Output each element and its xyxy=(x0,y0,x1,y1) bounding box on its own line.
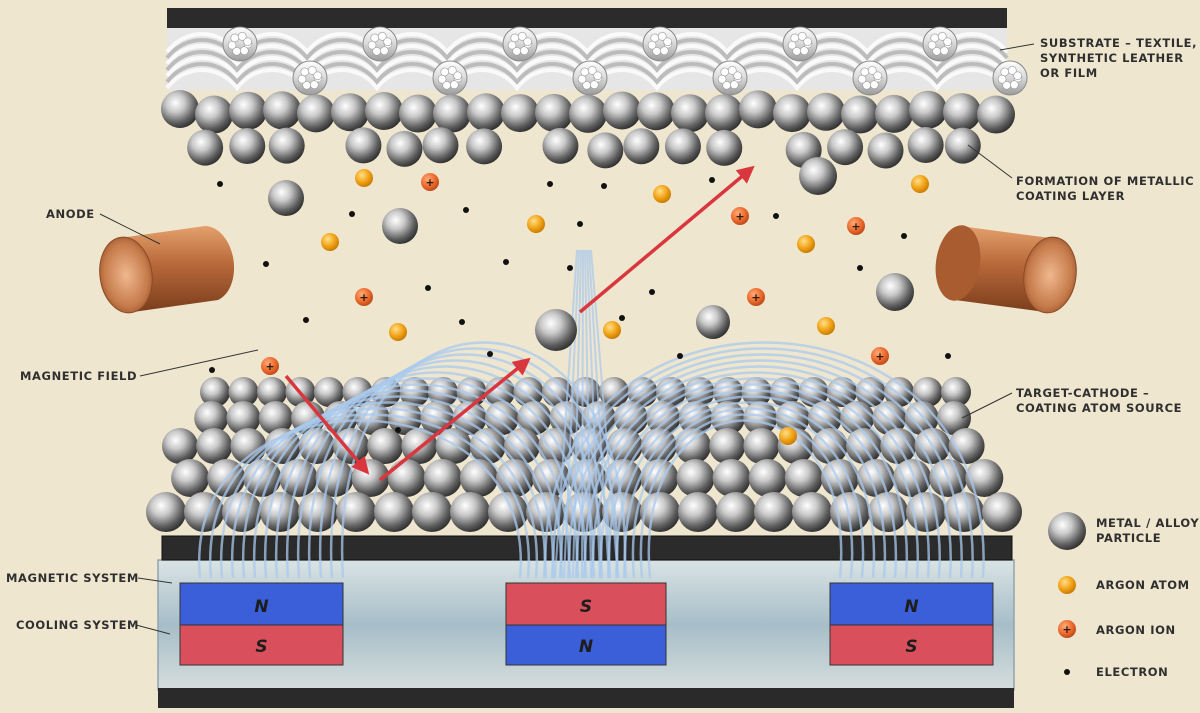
svg-text:+: + xyxy=(735,210,744,223)
leader-lines xyxy=(99,43,1035,635)
magnet-2-bottom-pole: N xyxy=(579,637,593,657)
anode-left xyxy=(99,226,235,314)
anode-label: ANODE xyxy=(46,207,95,221)
magnet-1-bottom-pole: S xyxy=(255,637,267,657)
legend-argon-ion-label: ARGON ION xyxy=(1096,623,1176,637)
magnet-2-top-pole: S xyxy=(580,597,592,617)
ion-trajectory xyxy=(284,374,370,475)
legend-electron-label: ELECTRON xyxy=(1096,665,1169,679)
svg-text:+: + xyxy=(875,350,884,363)
sputter-trajectory-2 xyxy=(578,165,755,314)
svg-text:+: + xyxy=(425,176,434,189)
legend-ion-plus: + xyxy=(1062,623,1071,636)
svg-text:+: + xyxy=(851,220,860,233)
magnet-3-bottom-pole: S xyxy=(905,637,917,657)
cooling-system-label: COOLING SYSTEM xyxy=(16,618,140,632)
magnetic-field-lines xyxy=(198,249,985,579)
particle-trajectories xyxy=(284,165,755,482)
magnet-2: SN xyxy=(505,582,667,666)
magnet-1: NS xyxy=(179,582,344,666)
coating-layer xyxy=(161,90,1015,169)
magnet-1-top-pole: N xyxy=(254,597,268,617)
substrate-textile xyxy=(165,26,1028,96)
legend-metal-label: METAL / ALLOY PARTICLE xyxy=(1096,516,1200,545)
legend-icons: + xyxy=(1048,512,1086,675)
magnet-3: NS xyxy=(829,582,994,666)
substrate-plate xyxy=(167,8,1007,28)
svg-text:+: + xyxy=(751,291,760,304)
legend-argon-atom-icon xyxy=(1058,576,1076,594)
sputter-trajectory-1 xyxy=(378,357,531,482)
svg-text:+: + xyxy=(265,360,274,373)
base-plate xyxy=(158,688,1014,708)
substrate-label: SUBSTRATE – TEXTILE, SYNTHETIC LEATHER O… xyxy=(1040,36,1198,80)
anode-right xyxy=(935,225,1077,314)
legend-metal-icon xyxy=(1048,512,1086,550)
magnetic-field-label: MAGNETIC FIELD xyxy=(20,369,138,383)
target-cathode-label: TARGET-CATHODE – COATING ATOM SOURCE xyxy=(1016,386,1183,415)
plasma-particles: + + + + + + + xyxy=(209,157,951,445)
svg-text:+: + xyxy=(359,291,368,304)
magnetic-system-label: MAGNETIC SYSTEM xyxy=(6,571,139,585)
coating-layer-label: FORMATION OF METALLIC COATING LAYER xyxy=(1016,174,1195,203)
legend-argon-atom-label: ARGON ATOM xyxy=(1096,578,1190,592)
legend-argon-ion-icon xyxy=(1058,620,1076,638)
magnet-3-top-pole: N xyxy=(904,597,918,617)
legend-electron-icon xyxy=(1064,669,1070,675)
